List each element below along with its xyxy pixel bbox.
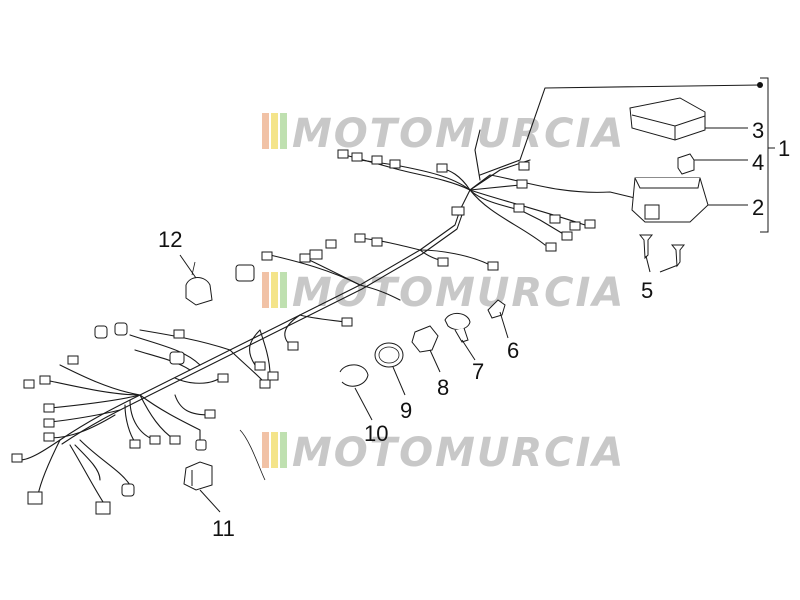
bracket [183,461,213,491]
callout-9: 9 [400,398,412,423]
cable-tie-holder [411,325,439,353]
callout-labels: 1 2 3 4 5 6 7 8 9 10 11 12 [158,118,790,541]
watermark-text: MOTOMURCIA [292,111,625,157]
watermark-middle: MOTOMURCIA [262,270,625,316]
cable-tie-small [339,364,369,387]
harness-connectors [11,149,596,515]
cable-clamp [444,313,471,343]
fuse-box-base [631,177,709,223]
callout-6: 6 [507,338,519,363]
leader-lines [179,77,775,513]
callout-12: 12 [158,227,182,252]
callout-8: 8 [437,375,449,400]
watermark-bottom: MOTOMURCIA [262,430,625,476]
callout-1: 1 [778,136,790,161]
callout-10: 10 [364,421,388,446]
callout-5: 5 [641,278,653,303]
watermark-text: MOTOMURCIA [292,430,625,476]
fuse [677,153,695,175]
watermark-text: MOTOMURCIA [292,270,625,316]
callout-3: 3 [752,118,764,143]
callout-2: 2 [752,195,764,220]
screws [638,234,686,268]
callout-11: 11 [212,516,235,541]
cable-tie [374,342,404,368]
watermark-top: MOTOMURCIA [262,111,625,157]
fuse-box-cover [629,97,706,141]
callout-4: 4 [752,150,764,175]
relay-holder [185,261,213,306]
callout-7: 7 [472,359,484,384]
